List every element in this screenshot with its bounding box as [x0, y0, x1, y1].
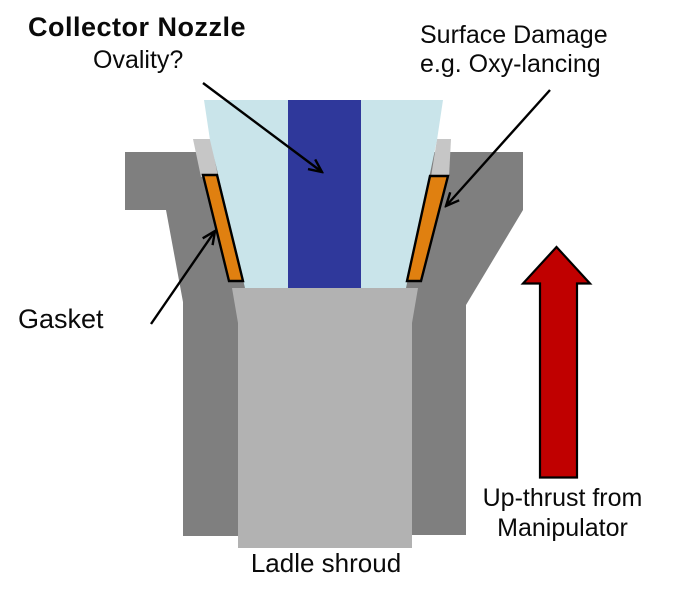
- gasket-label: Gasket: [18, 304, 104, 334]
- shroud-wall-left: [125, 152, 250, 536]
- ladle-shroud-label: Ladle shroud: [250, 548, 402, 578]
- ovality-arrow: [202, 82, 322, 172]
- shroud-face: [232, 288, 418, 548]
- gasket-left: [201, 173, 245, 283]
- seat-strip-left: [193, 139, 218, 177]
- gasket-right: [405, 174, 450, 283]
- upthrust-line1: Up-thrust from: [482, 484, 643, 512]
- collector-nozzle-label: Collector Nozzle: [28, 12, 247, 42]
- seat-strip-right: [431, 139, 451, 177]
- upthrust-arrow-icon: [520, 245, 593, 479]
- surface-damage-line1: Surface Damage: [420, 21, 608, 49]
- ovality-label: Ovality?: [93, 46, 184, 74]
- gasket-arrow: [150, 231, 215, 325]
- upthrust-label: Up-thrust from Manipulator: [455, 483, 670, 543]
- surface-damage-arrow: [446, 89, 551, 206]
- nozzle-bore: [288, 100, 361, 288]
- upthrust-line2: Manipulator: [497, 514, 628, 542]
- surface-damage-label: Surface Damage e.g. Oxy-lancing: [420, 21, 608, 79]
- surface-damage-line2: e.g. Oxy-lancing: [420, 50, 601, 78]
